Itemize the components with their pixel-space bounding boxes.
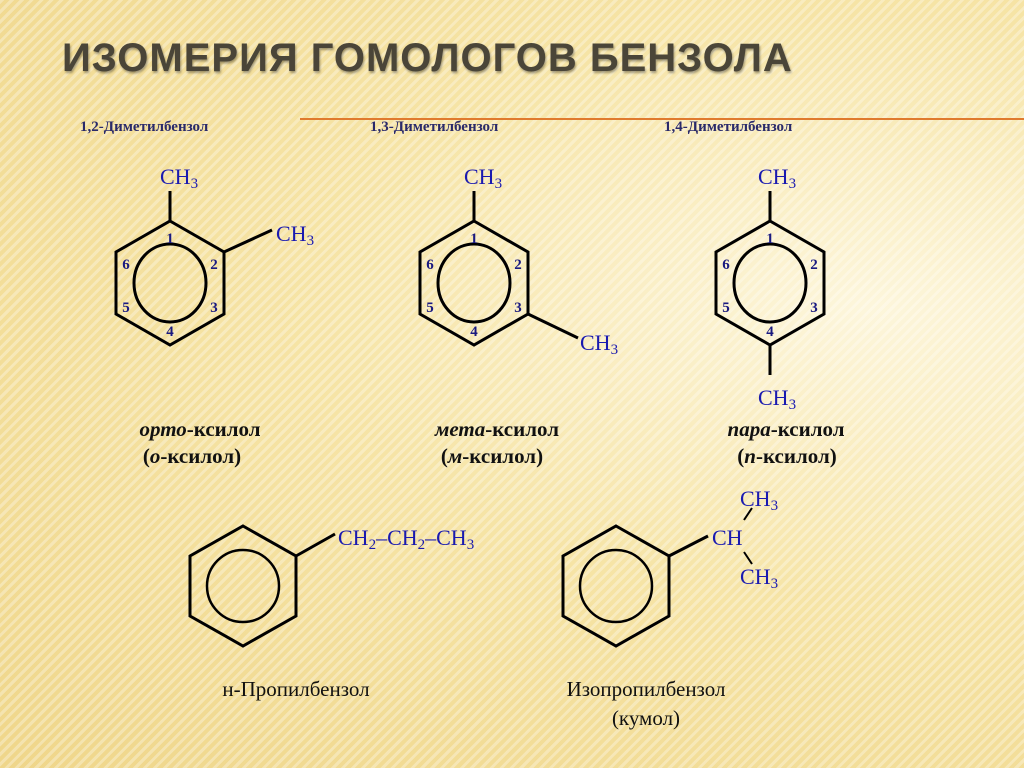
benzene-ring-cumene <box>561 524 709 648</box>
substituent-ch3-bottom: CH3 <box>758 385 796 413</box>
position-4: 4 <box>166 324 174 340</box>
iupac-name-meta: 1,3-Диметилбензол <box>370 119 499 135</box>
position-5: 5 <box>426 300 434 316</box>
position-2: 2 <box>514 257 522 273</box>
substituent-ch3-side: CH3 <box>580 330 618 358</box>
name-prefix: мета <box>434 417 485 441</box>
trivial-name-ortho: орто-ксилол <box>139 417 260 441</box>
bond-c3 <box>527 312 579 340</box>
position-4: 4 <box>470 324 478 340</box>
short-name-meta: (м-ксилол) <box>441 444 543 468</box>
name-prefix: орто <box>139 417 186 441</box>
bond-ch-ch3-bottom <box>743 551 753 565</box>
position-3: 3 <box>514 300 522 316</box>
position-4: 4 <box>766 324 774 340</box>
trivial-name-meta: мета-ксилол <box>434 417 559 441</box>
molecule-meta: 1,3-Диметилбензол 1 2 3 4 5 6 CH3 CH3 ме… <box>370 119 618 468</box>
iupac-name-ortho: 1,2-Диметилбензол <box>80 119 209 135</box>
position-2: 2 <box>810 257 818 273</box>
name-cumene: Изопропилбензол <box>567 677 726 701</box>
slide-title: ИЗОМЕРИЯ ГОМОЛОГОВ БЕНЗОЛА <box>62 36 793 80</box>
aromatic-circle <box>436 242 512 324</box>
alt-name-cumene: (кумол) <box>612 706 680 730</box>
substituent-ch3-side: CH3 <box>276 221 314 249</box>
short-letter: м <box>447 444 462 468</box>
bond-c2 <box>223 228 273 254</box>
short-name-para: (п-ксилол) <box>737 444 836 468</box>
branch-ch3-top: CH3 <box>740 486 778 514</box>
molecule-para: 1,4-Диметилбензол 1 2 3 4 5 6 CH3 CH3 па… <box>664 119 845 468</box>
benzene-ring-ortho: 1 2 3 4 5 6 <box>114 191 273 347</box>
benzene-ring-propyl <box>188 524 336 648</box>
bond-ch-ch3-top <box>743 507 753 521</box>
bond-branch <box>668 534 709 558</box>
short-letter: п <box>744 444 756 468</box>
position-2: 2 <box>210 257 218 273</box>
propyl-chain: CH2–CH2–CH3 <box>338 525 474 553</box>
substituent-ch3-top: CH3 <box>160 164 198 192</box>
benzene-ring-meta: 1 2 3 4 5 6 <box>418 191 579 347</box>
iupac-name-para: 1,4-Диметилбензол <box>664 119 793 135</box>
aromatic-circle <box>732 242 808 324</box>
position-6: 6 <box>122 257 130 273</box>
branch-ch: CH <box>712 525 743 550</box>
substituent-ch3-top: CH3 <box>464 164 502 192</box>
position-5: 5 <box>722 300 730 316</box>
position-3: 3 <box>210 300 218 316</box>
position-1: 1 <box>766 231 774 247</box>
name-prefix: пара <box>728 417 771 441</box>
trivial-name-para: пара-ксилол <box>728 417 845 441</box>
aromatic-circle <box>205 548 281 624</box>
molecule-cumene: CH3 CH CH3 Изопропилбензол (кумол) <box>561 486 778 730</box>
benzene-ring-para: 1 2 3 4 5 6 <box>714 191 826 375</box>
position-1: 1 <box>470 231 478 247</box>
position-5: 5 <box>122 300 130 316</box>
name-propylbenzene: н-Пропилбензол <box>222 677 369 701</box>
name-suffix: -ксилол <box>771 417 845 441</box>
accent-rule <box>300 118 1024 120</box>
molecule-ortho: 1,2-Диметилбензол 1 2 3 4 5 6 CH3 CH3 ор… <box>80 119 314 468</box>
aromatic-circle <box>132 242 208 324</box>
branch-ch3-bottom: CH3 <box>740 564 778 592</box>
position-3: 3 <box>810 300 818 316</box>
molecule-propylbenzene: CH2–CH2–CH3 н-Пропилбензол <box>188 524 474 701</box>
short-name-ortho: (о-ксилол) <box>143 444 241 468</box>
short-letter: о <box>150 444 161 468</box>
name-suffix: -ксилол <box>187 417 261 441</box>
position-1: 1 <box>166 231 174 247</box>
aromatic-circle <box>578 548 654 624</box>
bond-chain <box>295 532 336 558</box>
position-6: 6 <box>426 257 434 273</box>
position-6: 6 <box>722 257 730 273</box>
substituent-ch3-top: CH3 <box>758 164 796 192</box>
name-suffix: -ксилол <box>485 417 559 441</box>
ring-hexagon <box>418 219 530 347</box>
